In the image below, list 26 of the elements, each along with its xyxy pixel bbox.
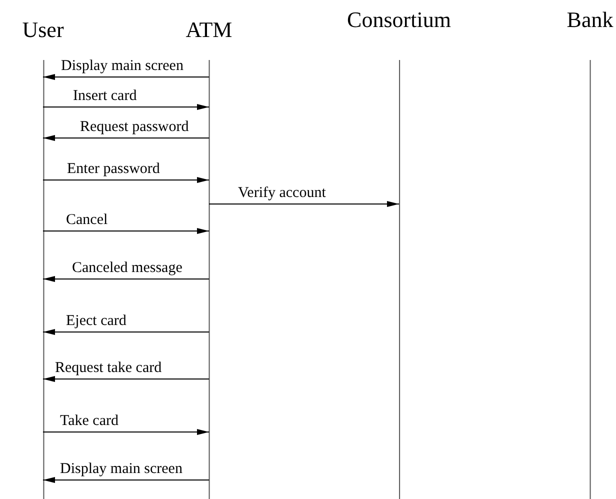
edge-label: Verify account [238,185,326,201]
message-arrow [208,201,400,207]
edge-label: Request take card [55,360,162,376]
edge-label: Enter password [67,161,160,177]
edge-label: Display main screen [61,58,184,74]
message-arrow [42,74,210,80]
edge-label: Take card [60,413,118,429]
edge-label: Insert card [73,88,137,104]
message-arrow [42,376,210,382]
participant-label: Consortium [347,8,451,32]
edge-label: Request password [80,119,189,135]
participant-label: User [22,18,64,42]
message-arrow [42,276,210,282]
message-arrow [42,477,210,483]
message-arrow [42,104,210,110]
edge-label: Eject card [66,313,126,329]
message-arrow [42,329,210,335]
message-arrow [42,429,210,435]
message-arrow [42,177,210,183]
edge-label: Display main screen [60,461,182,477]
participant-label: Bank [566,8,614,32]
edge-label: Canceled message [72,260,182,276]
message-arrow [42,135,210,141]
participant-label: ATM [186,18,232,42]
edge-label: Cancel [66,212,108,228]
message-arrow [42,228,210,234]
